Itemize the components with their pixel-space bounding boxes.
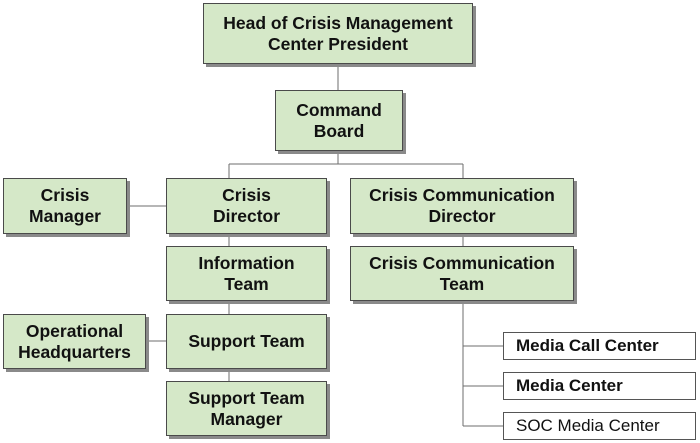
node-label: Crisis Communication Team	[369, 252, 555, 294]
node-comm-director: Crisis Communication Director	[350, 178, 574, 234]
node-crisis-director: Crisis Director	[166, 178, 327, 234]
node-head-president: Head of Crisis Management Center Preside…	[203, 3, 473, 64]
node-operational-hq: Operational Headquarters	[3, 314, 146, 369]
node-information-team: Information Team	[166, 246, 327, 301]
node-media-call-center: Media Call Center	[503, 332, 696, 360]
node-label: Command Board	[296, 99, 382, 141]
node-media-center: Media Center	[503, 372, 696, 400]
node-soc-media-center: SOC Media Center	[503, 412, 696, 440]
node-label: Crisis Manager	[29, 185, 101, 226]
node-support-team-manager: Support Team Manager	[166, 381, 327, 436]
node-command-board: Command Board	[275, 90, 403, 151]
node-label: Media Call Center	[516, 335, 659, 355]
node-label: Information Team	[198, 252, 295, 294]
node-support-team: Support Team	[166, 314, 327, 369]
node-label: Media Center	[516, 375, 623, 395]
node-label: Support Team	[188, 331, 305, 351]
node-comm-team: Crisis Communication Team	[350, 246, 574, 301]
node-label: Operational Headquarters	[18, 320, 131, 362]
node-label: Crisis Communication Director	[369, 185, 555, 226]
node-crisis-manager: Crisis Manager	[3, 178, 127, 234]
node-label: Crisis Director	[212, 185, 281, 226]
node-label: Support Team Manager	[188, 387, 305, 429]
node-label: Head of Crisis Management Center Preside…	[223, 12, 453, 54]
node-label: SOC Media Center	[516, 415, 660, 435]
